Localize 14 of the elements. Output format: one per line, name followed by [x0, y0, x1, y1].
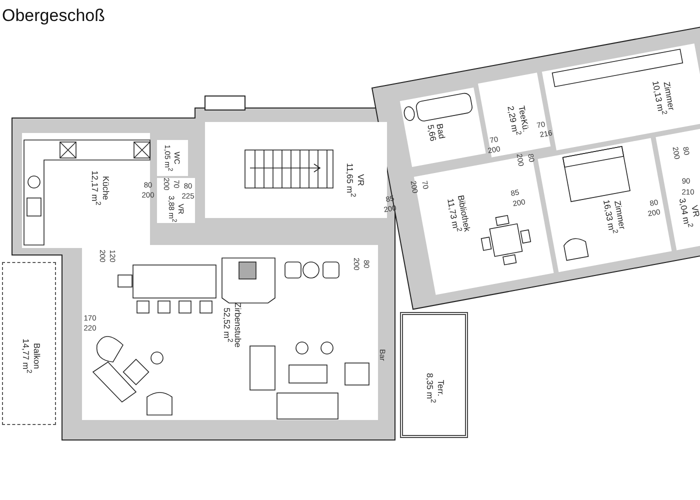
room-area — [157, 178, 195, 223]
room-name: TeeKü. — [516, 105, 530, 133]
room-area — [157, 140, 188, 176]
room-name: Zirbenstube — [232, 302, 242, 348]
room-name: VR — [356, 174, 365, 186]
room-name: Küche — [100, 176, 110, 200]
room-name: Zimmer — [612, 200, 627, 230]
room-name: VR — [690, 204, 700, 218]
room-name: Zimmer — [662, 81, 676, 112]
terrace-area — [400, 312, 468, 438]
room-name: Balkon — [32, 343, 41, 369]
balcony-area — [2, 262, 56, 425]
room-name: Terr. — [436, 380, 445, 396]
floor-title: Obergeschoß — [2, 6, 105, 26]
